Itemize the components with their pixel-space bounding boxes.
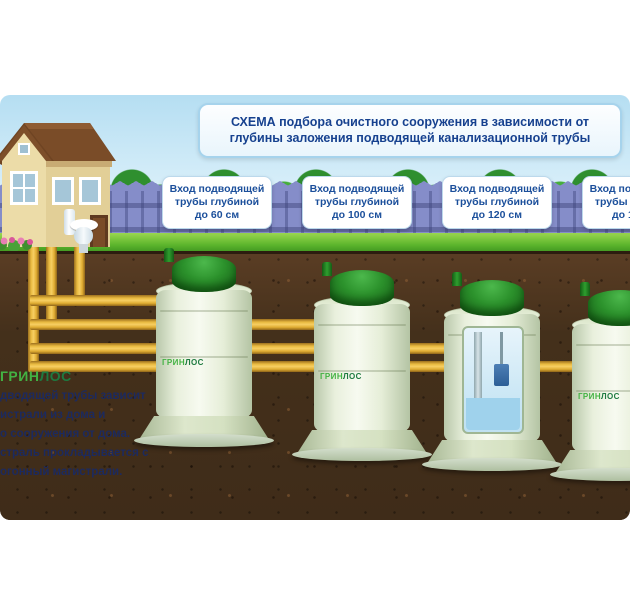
sewer-pipe-depth-140	[30, 361, 592, 372]
description-line: огонный магистрали.	[0, 466, 123, 478]
tank-lid	[330, 270, 394, 306]
tank-brand-label: ГРИНЛОС	[320, 372, 362, 381]
grass	[0, 233, 630, 253]
tank-skirt	[428, 440, 556, 462]
sewer-pipe-riser-3	[74, 245, 85, 306]
tank-seam	[318, 370, 406, 372]
description-line: о сооружения от дома.	[0, 428, 131, 440]
tank-body	[444, 314, 540, 442]
callout-depth-120: Вход подводящей трубы глубиной до 120 см	[442, 176, 552, 230]
cutaway-hose	[500, 332, 503, 366]
septic-tank-1: ГРИНЛОС	[134, 248, 274, 447]
tank-body: ГРИНЛОС	[156, 290, 252, 418]
house-icon	[0, 123, 116, 251]
description-text: дводящей трубы зависит истрали из дома и…	[0, 387, 160, 482]
tank-seam	[318, 324, 406, 326]
tank-base	[550, 468, 630, 481]
tank-vent-icon	[580, 282, 590, 296]
cutaway-airlift-tube	[474, 332, 482, 426]
tank-cutaway-view	[462, 326, 524, 434]
tank-seam	[160, 310, 248, 312]
tank-brand-dark: ЛОС	[343, 372, 362, 381]
callout-depth-60: Вход подводящей трубы глубиной до 60 см	[162, 176, 272, 230]
tank-body: ГРИНЛОС	[314, 304, 410, 432]
brand-logo-dark: ЛОС	[39, 368, 72, 384]
tank-vent-icon	[452, 272, 462, 286]
tank-lid	[588, 290, 630, 326]
toilet-icon	[62, 207, 100, 253]
toilet-cistern	[64, 209, 75, 235]
tank-skirt	[556, 450, 630, 472]
tank-skirt	[140, 416, 268, 438]
tank-lid	[172, 256, 236, 292]
scene: ГРИНЛОС ГРИНЛОС	[0, 95, 630, 520]
tank-brand-green: ГРИН	[578, 392, 601, 401]
description-line: страль прокладывается с	[0, 447, 149, 459]
septic-tank-3	[422, 272, 562, 471]
tank-skirt	[298, 430, 426, 452]
septic-tank-4: ГРИНЛОС	[550, 282, 630, 481]
tank-brand-green: ГРИН	[320, 372, 343, 381]
tank-base	[422, 458, 562, 471]
description-line: истрали из дома и	[0, 409, 106, 421]
tank-brand-dark: ЛОС	[601, 392, 620, 401]
brand-logo-green: ГРИН	[0, 368, 40, 384]
tank-brand-green: ГРИН	[162, 358, 185, 367]
toilet-bowl	[74, 227, 93, 245]
septic-tank-2: ГРИНЛОС	[292, 262, 432, 461]
sewer-pipe-riser-2	[46, 245, 57, 330]
sewer-pipe-riser-1	[28, 245, 39, 372]
cutaway-pump	[494, 364, 509, 386]
tank-vent-icon	[322, 262, 332, 276]
diagram-title: СХЕМА подбора очистного сооружения в зав…	[198, 103, 622, 158]
tank-seam	[160, 356, 248, 358]
tank-base	[292, 448, 432, 461]
tank-seam	[576, 344, 630, 346]
tank-body: ГРИНЛОС	[572, 324, 630, 452]
tank-vent-icon	[164, 248, 174, 262]
callout-depth-140: Вход подводящей трубы глубиной до 140 см	[582, 176, 630, 230]
tank-brand-label: ГРИНЛОС	[578, 392, 620, 401]
tank-base	[134, 434, 274, 447]
brand-logo: ГРИНЛОС	[0, 368, 72, 384]
tank-brand-label: ГРИНЛОС	[162, 358, 204, 367]
tank-brand-dark: ЛОС	[185, 358, 204, 367]
callout-depth-100: Вход подводящей трубы глубиной до 100 см	[302, 176, 412, 230]
cutaway-water	[466, 398, 520, 430]
tank-seam	[576, 390, 630, 392]
tank-lid	[460, 280, 524, 316]
sewer-pipe-depth-60	[30, 295, 162, 306]
toilet-post	[79, 244, 88, 253]
description-line: дводящей трубы зависит	[0, 390, 146, 402]
